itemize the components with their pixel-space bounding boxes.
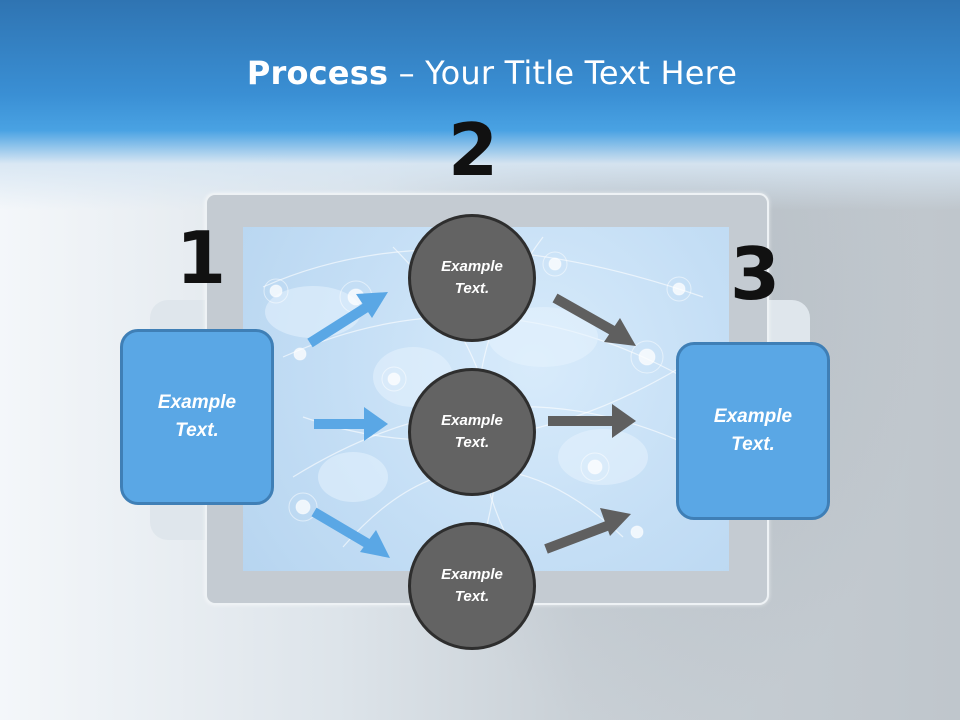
- circle-top: Example Text.: [408, 214, 536, 342]
- slide-title: Process – Your Title Text Here: [0, 54, 960, 92]
- right-text-box: Example Text.: [676, 342, 830, 520]
- right-box-label: Example Text.: [713, 405, 793, 456]
- header-band: [0, 0, 960, 210]
- title-rest: – Your Title Text Here: [388, 54, 738, 92]
- arrow-bottom-to-right: [544, 508, 631, 554]
- arrow-left-to-middle: [314, 407, 388, 441]
- circle-top-label: Example Text.: [441, 257, 503, 298]
- arrow-middle-to-right: [548, 404, 636, 438]
- step-number-2: 2: [448, 108, 499, 192]
- left-box-label: Example Text.: [157, 391, 237, 442]
- step-number-1: 1: [176, 216, 227, 300]
- circle-middle: Example Text.: [408, 368, 536, 496]
- step-number-3: 3: [730, 232, 781, 316]
- left-text-box: Example Text.: [120, 329, 274, 505]
- circle-middle-label: Example Text.: [441, 411, 503, 452]
- circle-bottom: Example Text.: [408, 522, 536, 650]
- circle-bottom-label: Example Text.: [441, 565, 503, 606]
- arrow-left-to-bottom: [311, 507, 390, 558]
- arrow-left-to-top: [307, 292, 388, 348]
- title-bold: Process: [246, 54, 389, 92]
- arrow-top-to-right: [552, 293, 636, 346]
